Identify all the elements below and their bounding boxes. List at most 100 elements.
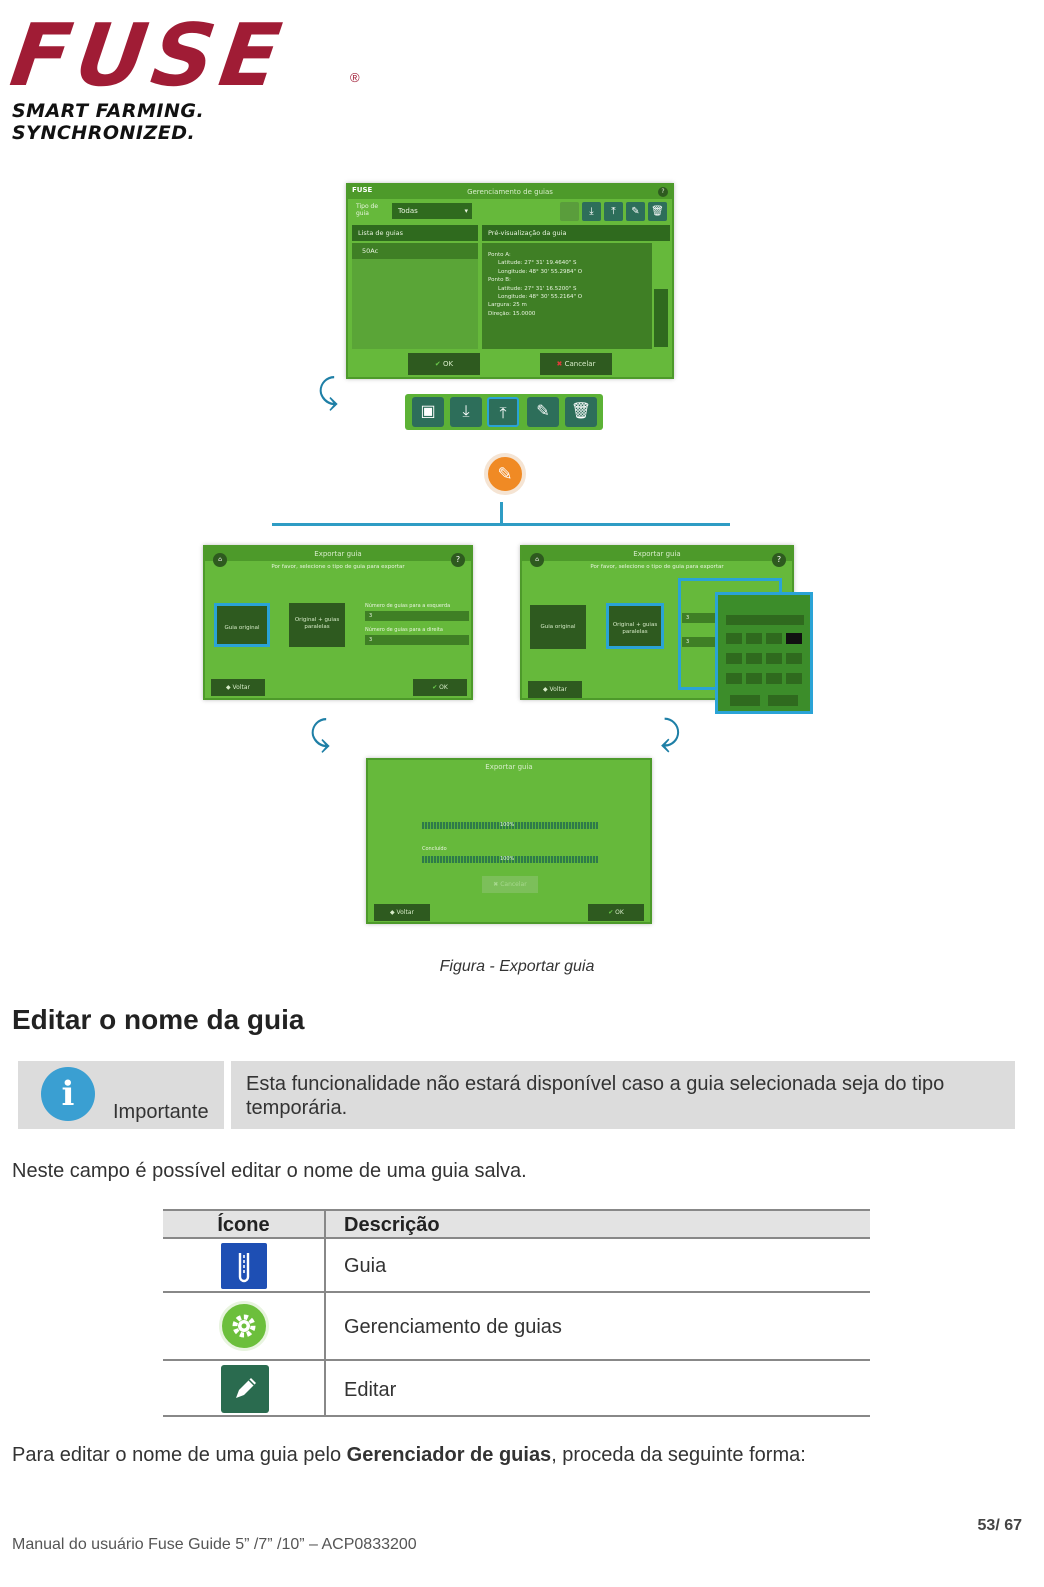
row-description: Editar [344, 1379, 397, 1401]
ok-button[interactable]: ✔ OK [588, 904, 644, 921]
field-right-input[interactable]: 3 [682, 637, 732, 647]
brand-logo: FUSE ® SMART FARMING. SYNCHRONIZED. [5, 6, 372, 144]
arrow-left-icon: ◆ [225, 684, 233, 691]
keypad-key[interactable] [746, 633, 762, 644]
pencil-icon[interactable]: ✎ [626, 202, 645, 221]
export-icon[interactable]: ⤒ [604, 202, 623, 221]
save-icon[interactable]: ▣ [412, 397, 444, 427]
table-header: Ícone Descrição [163, 1209, 870, 1239]
trash-icon[interactable]: 🗑 [648, 202, 667, 221]
help-icon[interactable]: ? [658, 187, 668, 197]
save-icon [560, 202, 579, 221]
export-prompt: Por favor, selecione o tipo de guia para… [271, 564, 405, 570]
close-icon: ✖ [556, 360, 565, 368]
option-parallel-guides[interactable]: Original + guias paralelas [606, 603, 664, 649]
row-description: Guia [344, 1255, 387, 1277]
logo-wordmark: FUSE [4, 6, 293, 106]
filter-select[interactable]: Todas▾ [392, 203, 472, 219]
progress-bar [422, 856, 598, 863]
registered-mark: ® [350, 70, 360, 85]
field-left-input[interactable]: 3 [365, 611, 469, 621]
toolbar-zoom: ▣ ⤓ ⤒ ✎ 🗑 [405, 394, 603, 430]
keypad-key[interactable] [746, 653, 762, 664]
edit-circle-icon: ✎ [484, 453, 526, 495]
logo-tagline: SMART FARMING. SYNCHRONIZED. [12, 100, 205, 144]
check-icon: ✔ [608, 909, 616, 916]
keypad-key[interactable] [766, 633, 782, 644]
procedure-intro: Para editar o nome de uma guia pelo Gere… [12, 1444, 806, 1467]
back-button[interactable]: ◆ Voltar [528, 681, 582, 698]
option-parallel-guides[interactable]: Original + guias paralelas [289, 603, 345, 647]
ok-button[interactable]: ✔ OK [413, 679, 467, 696]
keypad-key[interactable] [726, 653, 742, 664]
keypad-cancel-key[interactable] [730, 695, 760, 706]
column-divider [324, 1293, 326, 1359]
keypad-key[interactable] [726, 673, 742, 684]
preview-line: Ponto A: [488, 252, 511, 258]
screen-title: Exportar guia [522, 547, 792, 561]
ok-label: OK [442, 360, 454, 368]
back-button[interactable]: ◆ Voltar [374, 904, 430, 921]
preview-line: Latitude: 27° 31' 16.5200" S [498, 285, 577, 292]
column-divider [324, 1361, 326, 1415]
connector-line [500, 502, 503, 524]
export-prompt: Por favor, selecione o tipo de guia para… [590, 564, 724, 570]
close-icon: ✖ [493, 881, 501, 888]
progress-status: Concluído [422, 846, 447, 852]
gear-icon [219, 1301, 269, 1351]
home-icon[interactable]: ⌂ [213, 553, 227, 567]
back-label: Voltar [549, 686, 567, 693]
progress-percent: 100% [500, 822, 515, 828]
option-original-guide[interactable]: Guia original [214, 603, 270, 647]
back-label: Voltar [232, 684, 250, 691]
preview-line: Ponto B: [488, 277, 511, 284]
back-button[interactable]: ◆ Voltar [211, 679, 265, 696]
help-icon[interactable]: ? [772, 553, 786, 567]
preview-details: Ponto A: Latitude: 27° 31' 19.4640" S Lo… [482, 243, 652, 349]
screen-title: Exportar guia [368, 760, 650, 774]
field-left-input[interactable]: 3 [682, 613, 732, 623]
import-icon[interactable]: ⤓ [582, 202, 601, 221]
arrow-curve-icon: ⤹ [318, 372, 339, 412]
screen-title: Exportar guia [205, 547, 471, 561]
guide-list-header: Lista de guias [352, 225, 478, 241]
preview-line: Longitude: 48° 30' 55.2984" O [498, 268, 583, 275]
scrollbar[interactable] [654, 289, 668, 347]
filter-value: Todas [398, 207, 418, 215]
option-original-guide[interactable]: Guia original [530, 605, 586, 649]
keypad-ok-key[interactable] [768, 695, 798, 706]
field-right-input[interactable]: 3 [365, 635, 469, 645]
home-icon[interactable]: ⌂ [530, 553, 544, 567]
section-title: Editar o nome da guia [12, 1004, 305, 1035]
keypad-key[interactable] [746, 673, 762, 684]
note-label: Importante [113, 1101, 209, 1123]
keypad-key[interactable] [786, 653, 802, 664]
backspace-key[interactable] [786, 633, 802, 644]
guide-list-item[interactable]: 50Ac [352, 243, 478, 259]
trash-icon[interactable]: 🗑 [565, 397, 597, 427]
pencil-icon[interactable]: ✎ [527, 397, 559, 427]
ok-button[interactable]: ✔ OK [408, 353, 480, 375]
arrow-curve-icon: ⤹ [310, 714, 331, 754]
cancel-button[interactable]: ✖ Cancelar [540, 353, 612, 375]
preview-line: Latitude: 27° 31' 19.4640" S [498, 260, 577, 267]
keypad-key[interactable] [726, 633, 742, 644]
export-icon[interactable]: ⤒ [487, 397, 519, 427]
column-header-icon: Ícone [217, 1214, 270, 1236]
keypad-key[interactable] [766, 673, 782, 684]
check-icon: ✔ [434, 360, 443, 368]
arrow-left-icon: ◆ [542, 686, 550, 693]
help-icon[interactable]: ? [451, 553, 465, 567]
check-icon: ✔ [432, 684, 440, 691]
back-label: Voltar [396, 909, 414, 916]
important-note-label-box: i Importante [18, 1061, 224, 1129]
keypad-key[interactable] [766, 653, 782, 664]
procedure-intro-bold: Gerenciador de guias [346, 1444, 552, 1466]
table-row: Gerenciamento de guias [163, 1293, 870, 1361]
keypad-key[interactable] [786, 673, 802, 684]
ok-label: OK [439, 684, 448, 691]
import-icon[interactable]: ⤓ [450, 397, 482, 427]
keypad-display [726, 615, 804, 625]
screen-logo: FUSE [352, 186, 373, 194]
cancel-button[interactable]: ✖ Cancelar [482, 876, 538, 893]
